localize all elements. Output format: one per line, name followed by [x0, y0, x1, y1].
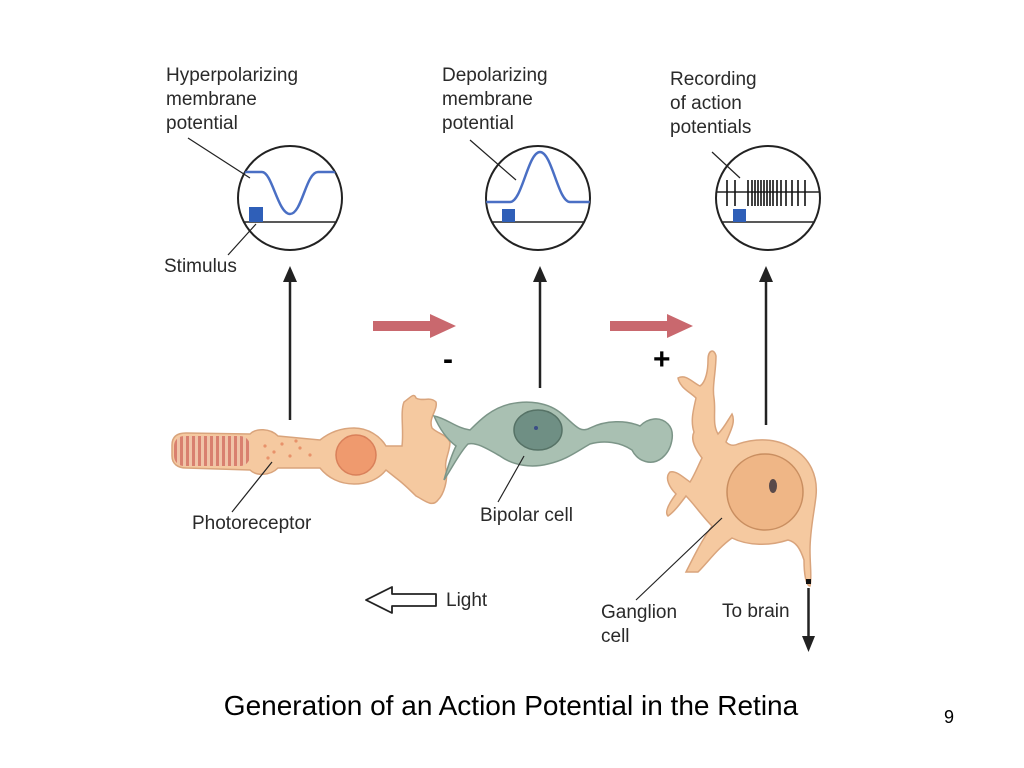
- signal-arrow-2: [610, 314, 693, 338]
- spike-train: [726, 180, 806, 206]
- depolarizing-graph: [485, 145, 591, 251]
- depolarizing-pointer: [469, 139, 517, 181]
- hyperpolarizing-graph: [237, 145, 343, 251]
- excitatory-sign: +: [653, 343, 671, 376]
- outer-segment-stripes: [174, 436, 250, 466]
- bipolar-nucleus: [513, 409, 563, 451]
- hyperpolarizing-trace: [238, 170, 342, 216]
- hyperpolarizing-pointer: [187, 137, 251, 179]
- recording-arrows: [283, 266, 773, 425]
- slide-number: 9: [944, 707, 955, 727]
- stimulus-marker: [733, 209, 746, 222]
- recording-graph: [715, 145, 821, 251]
- photoreceptor-label: Photoreceptor: [192, 513, 312, 534]
- light-arrow-icon: [365, 586, 437, 614]
- bipolar-cell-label: Bipolar cell: [480, 505, 573, 526]
- bipolar-pointer: [497, 455, 525, 503]
- to-brain-arrow: [802, 579, 815, 652]
- recording-pointer: [711, 151, 741, 179]
- ganglion-nucleus: [726, 453, 804, 531]
- stimulus-pointer: [227, 223, 257, 256]
- depolarizing-trace: [486, 150, 590, 204]
- photoreceptor-pointer: [231, 461, 273, 513]
- stimulus-label: Stimulus: [164, 256, 237, 277]
- depolarizing-label: Depolarizing membrane potential: [442, 65, 548, 134]
- light-label: Light: [446, 590, 488, 611]
- recording-label: Recording of action potentials: [670, 69, 757, 138]
- to-brain-label: To brain: [722, 601, 790, 622]
- inhibitory-sign: -: [443, 343, 453, 376]
- slide-title: Generation of an Action Potential in the…: [223, 690, 799, 721]
- bipolar-cell: [432, 401, 674, 481]
- ganglion-pointer: [635, 517, 723, 601]
- photoreceptor-nucleus: [335, 434, 377, 476]
- ganglion-cell-label: Ganglion cell: [601, 602, 678, 647]
- signal-arrow-1: [373, 314, 456, 338]
- hyperpolarizing-label: Hyperpolarizing membrane potential: [166, 65, 299, 134]
- photoreceptor-cell: [171, 394, 451, 505]
- stimulus-marker: [502, 209, 515, 222]
- ganglion-cell: [665, 350, 818, 587]
- stimulus-marker: [249, 207, 263, 222]
